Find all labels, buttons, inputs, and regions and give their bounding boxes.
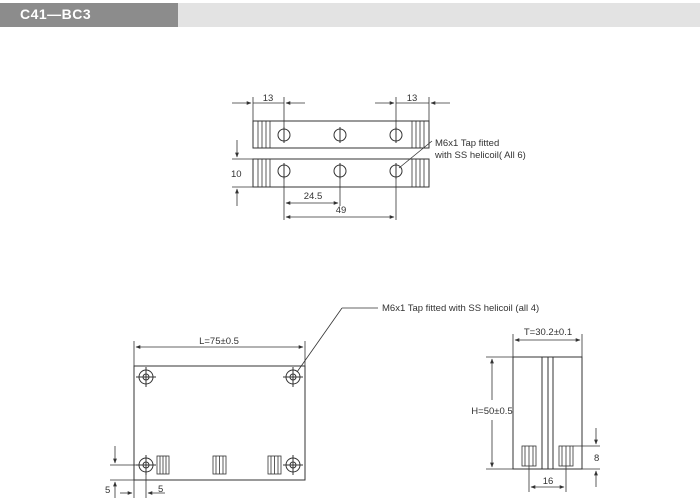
dim-top-height: [232, 140, 253, 206]
dim-side-height: [486, 356, 513, 470]
dim-label-13-right: 13: [407, 93, 418, 104]
dim-label-16: 16: [543, 476, 554, 487]
top-bar-upper: [252, 120, 430, 149]
dim-label-5-left: 5: [105, 485, 110, 496]
top-callout-leader: [398, 140, 433, 169]
top-callout-line1: M6x1 Tap fitted: [435, 138, 499, 149]
top-view-labels: 13 13 10 24.5 49 M6x1 Tap fitted with SS…: [231, 93, 526, 216]
front-view-labels: M6x1 Tap fitted with SS helicoil (all 4)…: [105, 303, 539, 496]
front-callout-leader: [296, 307, 378, 373]
dim-label-13-left: 13: [263, 93, 274, 104]
dim-label-thickness: T=30.2±0.1: [524, 327, 572, 338]
dim-label-10: 10: [231, 169, 242, 180]
top-right-end-slots: [411, 121, 425, 187]
dim-side-stud-pitch: [528, 466, 567, 492]
top-callout-line2: with SS helicoil( All 6): [434, 150, 526, 161]
dim-label-height: H=50±0.5: [471, 406, 512, 417]
dim-top-right: [375, 97, 450, 128]
front-studs: [156, 455, 282, 475]
dim-front-length: [133, 341, 306, 366]
dim-top-pitch: [283, 179, 341, 220]
header-bar: C41—BC3: [0, 3, 700, 27]
header-title-block: C41—BC3: [0, 3, 178, 27]
top-view: [232, 97, 450, 220]
dim-side-thickness: [512, 334, 583, 357]
page-title: C41—BC3: [20, 6, 92, 22]
header-strip: [178, 3, 700, 27]
dim-label-length: L=75±0.5: [199, 336, 239, 347]
dim-side-stud-height: [573, 428, 600, 487]
side-studs: [521, 445, 574, 467]
top-tapped-holes: [277, 127, 403, 179]
dim-top-left: [232, 97, 305, 128]
top-left-end-slots: [257, 121, 271, 187]
dim-label-49: 49: [336, 205, 347, 216]
front-view: [110, 307, 378, 498]
top-bar-lower: [252, 158, 430, 188]
front-callout-text: M6x1 Tap fitted with SS helicoil (all 4): [382, 303, 539, 314]
dim-label-24-5: 24.5: [304, 191, 323, 202]
side-view: [486, 334, 600, 492]
dim-front-edge-bottom: [120, 472, 165, 498]
dim-front-edge-left: [110, 446, 140, 498]
front-plate: [133, 365, 306, 481]
dim-label-5-bottom: 5: [158, 484, 163, 495]
dim-top-span: [285, 179, 397, 220]
side-view-labels: T=30.2±0.1 H=50±0.5 8 16: [471, 327, 599, 487]
dim-label-8: 8: [594, 453, 599, 464]
